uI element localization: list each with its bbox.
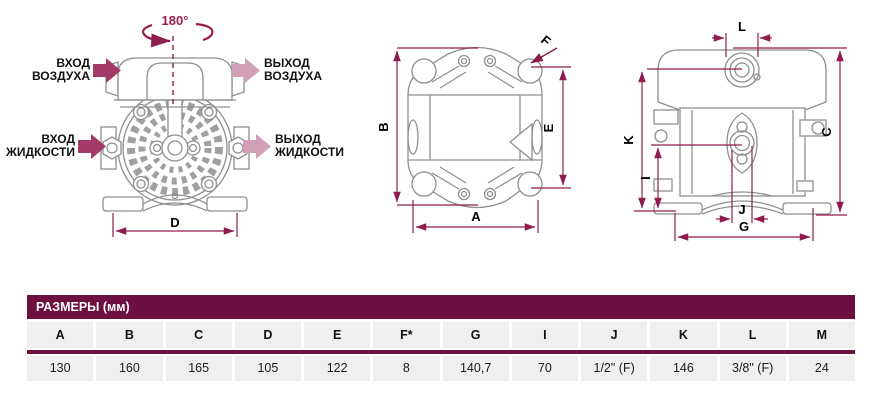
front-view-drawing [100, 57, 250, 212]
air-outlet-label-line1: ВЫХОД [264, 56, 310, 70]
table-divider [27, 350, 855, 354]
dimension-J [716, 146, 768, 223]
dim-label-J: J [738, 202, 745, 217]
liquid-inlet-label-line1: ВХОД [41, 132, 75, 146]
table-col-header: I [511, 322, 578, 348]
dim-label-L: L [738, 19, 746, 34]
table-col-header: B [96, 322, 163, 348]
table-col-header: M [788, 322, 855, 348]
table-cell-value: 8 [373, 356, 440, 381]
dimension-D [112, 213, 238, 237]
dim-label-E: E [541, 123, 556, 132]
dimension-I [651, 144, 742, 209]
liquid-inlet-arrow [78, 134, 106, 159]
air-inlet-arrow [93, 58, 121, 83]
dim-label-F: F [538, 32, 554, 49]
dim-label-D: D [170, 215, 179, 230]
table-cell-value: 160 [96, 356, 163, 381]
table-cell-value: 140,7 [442, 356, 509, 381]
table-cell-value: 24 [788, 356, 855, 381]
table-cell-value: 1/2" (F) [581, 356, 648, 381]
liquid-outlet-label-line2: ЖИДКОСТИ [275, 145, 344, 159]
table-cell-value: 165 [165, 356, 232, 381]
dim-label-A: A [471, 209, 481, 224]
table-col-header: C [165, 322, 232, 348]
liquid-outlet-label-line1: ВЫХОД [275, 132, 321, 146]
liquid-outlet-label: ВЫХОД ЖИДКОСТИ [275, 133, 360, 159]
table-col-header: E [304, 322, 371, 348]
liquid-outlet-arrow [243, 134, 271, 159]
dim-label-G: G [739, 219, 749, 234]
table-cell-value: 105 [234, 356, 301, 381]
air-inlet-label: ВХОД ВОЗДУХА [20, 57, 90, 83]
table-cell-value: 3/8" (F) [719, 356, 786, 381]
dimension-A [412, 200, 539, 233]
liquid-inlet-label: ВХОД ЖИДКОСТИ [4, 133, 75, 159]
dimension-B [393, 47, 478, 206]
side-view-drawing [653, 49, 832, 215]
dimension-F [530, 47, 558, 64]
dim-label-I: I [638, 176, 653, 180]
air-outlet-label-line2: ВОЗДУХА [264, 69, 323, 83]
dim-label-C: C [819, 127, 834, 137]
air-outlet-label: ВЫХОД ВОЗДУХА [264, 57, 349, 83]
table-cell-value: 146 [650, 356, 717, 381]
dimension-L [712, 33, 772, 57]
table-col-header: A [27, 322, 94, 348]
table-col-header: J [581, 322, 648, 348]
air-outlet-arrow [232, 58, 260, 83]
table-cell-value: 130 [27, 356, 94, 381]
rotation-angle-label: 180° [161, 13, 189, 28]
top-view-drawing [407, 46, 543, 209]
dim-label-K: K [621, 135, 636, 145]
air-inlet-label-line2: ВОЗДУХА [31, 69, 90, 83]
table-col-header: D [234, 322, 301, 348]
rotation-arrow [141, 22, 214, 108]
table-col-header: G [442, 322, 509, 348]
dim-label-B: B [376, 122, 391, 131]
dimension-G [674, 208, 814, 241]
dimension-E [531, 66, 571, 189]
port-arrows [78, 58, 271, 159]
table-cell-value: 122 [304, 356, 371, 381]
dimension-C [733, 47, 847, 216]
dimension-K [634, 68, 742, 212]
table-col-header: K [650, 322, 717, 348]
liquid-inlet-label-line2: ЖИДКОСТИ [6, 145, 75, 159]
table-cell-value: 70 [511, 356, 578, 381]
technical-drawing: D B [78, 19, 847, 241]
table-col-header: F* [373, 322, 440, 348]
air-inlet-label-line1: ВХОД [56, 56, 90, 70]
table-col-header: L [719, 322, 786, 348]
table-title: РАЗМЕРЫ (мм) [27, 295, 855, 319]
